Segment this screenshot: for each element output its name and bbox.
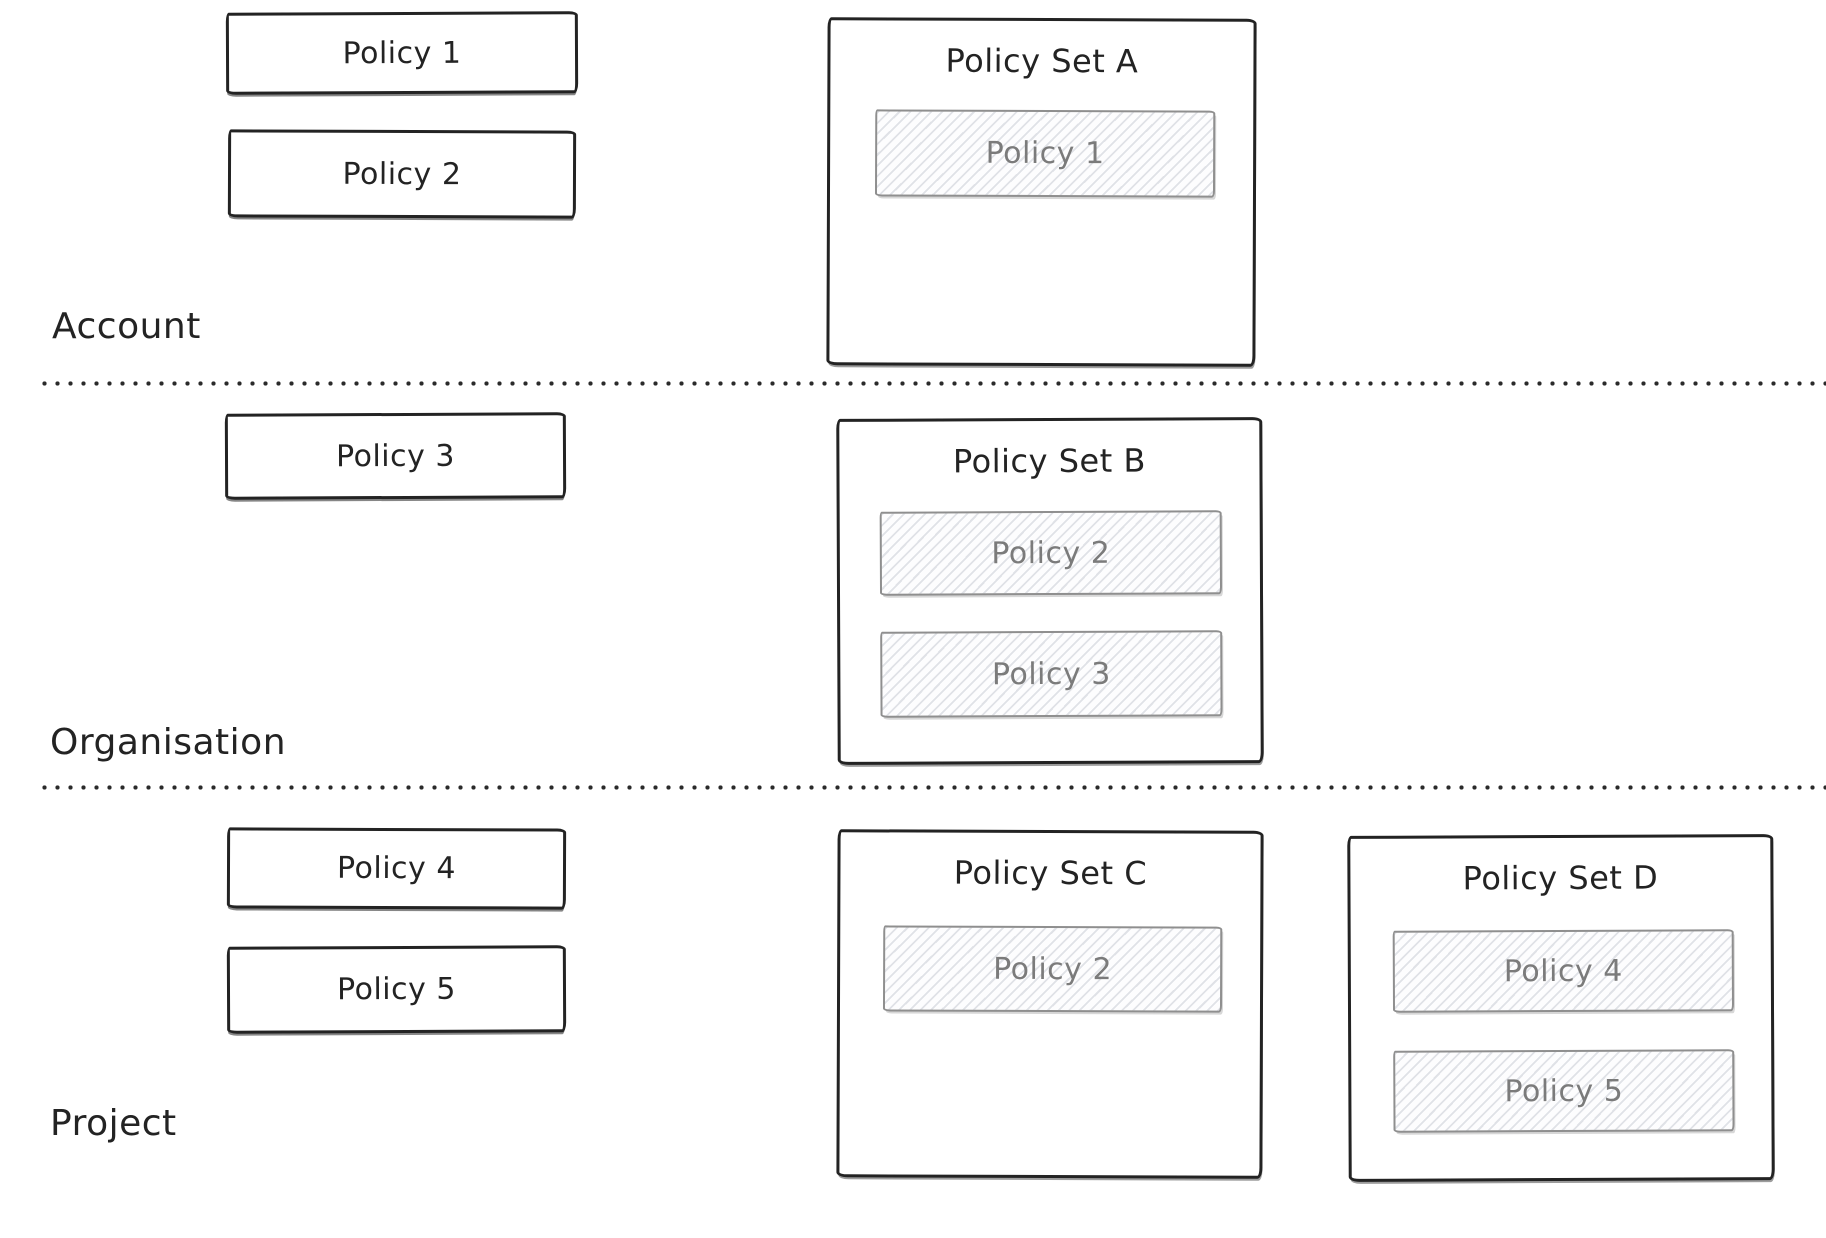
section-divider-2 (42, 785, 1826, 790)
policy-set-a-member-1: Policy 1 (874, 109, 1216, 198)
policy-set-c-member-1: Policy 2 (882, 925, 1223, 1013)
policy-set-a-member-1-label: Policy 1 (985, 135, 1105, 172)
policy-set-d-member-2: Policy 5 (1393, 1049, 1735, 1133)
policy-box-4: Policy 4 (226, 827, 567, 910)
policy-set-b-member-1: Policy 2 (879, 510, 1223, 596)
policy-set-b-member-2: Policy 3 (880, 630, 1223, 718)
policy-set-c: Policy Set C Policy 2 (836, 829, 1264, 1179)
policy-box-2-label: Policy 2 (342, 156, 462, 192)
section-divider-1 (42, 381, 1826, 386)
policy-set-d-member-1: Policy 4 (1392, 929, 1735, 1013)
policy-box-3: Policy 3 (224, 412, 567, 500)
policy-set-b-member-1-label: Policy 2 (991, 535, 1111, 571)
policy-box-5: Policy 5 (226, 945, 567, 1034)
section-label-project: Project (50, 1103, 177, 1144)
policy-set-c-member-1-label: Policy 2 (993, 951, 1113, 987)
policy-box-1: Policy 1 (225, 11, 579, 95)
policy-box-1-label: Policy 1 (342, 35, 462, 71)
policy-set-a-title: Policy Set A (945, 41, 1139, 81)
policy-set-b-member-2-label: Policy 3 (991, 656, 1111, 692)
policy-set-d-title: Policy Set D (1462, 858, 1659, 898)
policy-set-a: Policy Set A Policy 1 (826, 17, 1257, 367)
policy-set-c-title: Policy Set C (953, 853, 1148, 893)
policy-set-d-member-1-label: Policy 4 (1503, 953, 1623, 989)
policy-set-b-title: Policy Set B (952, 441, 1146, 481)
policy-box-4-label: Policy 4 (336, 850, 457, 887)
policy-box-5-label: Policy 5 (336, 971, 457, 1008)
policy-set-b: Policy Set B Policy 2 Policy 3 (836, 417, 1264, 765)
policy-box-3-label: Policy 3 (335, 438, 456, 474)
section-label-account: Account (52, 306, 201, 347)
policy-box-2: Policy 2 (227, 129, 577, 219)
policy-set-d-member-2-label: Policy 5 (1504, 1073, 1624, 1109)
policy-set-d: Policy Set D Policy 4 Policy 5 (1347, 834, 1775, 1182)
section-label-organisation: Organisation (50, 722, 287, 763)
